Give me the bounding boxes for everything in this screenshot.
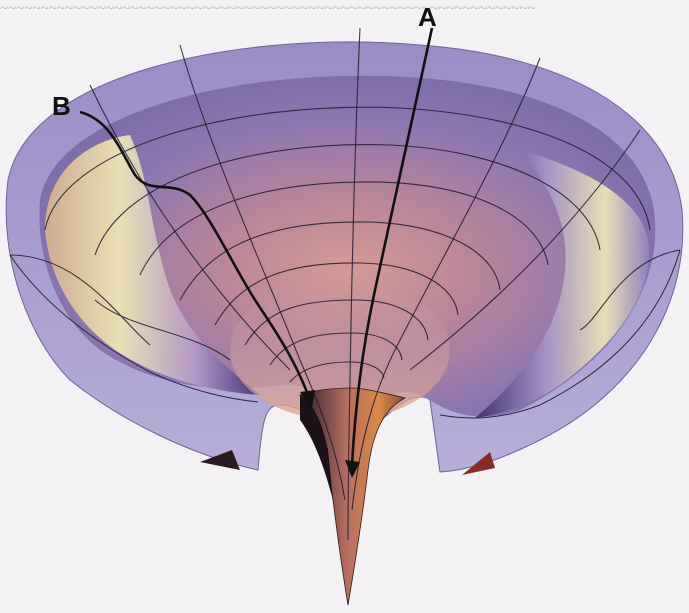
pathway-b-arrowhead (300, 390, 315, 408)
pathway-a-arrowhead (345, 460, 360, 478)
rim-edge-curve-left (9, 254, 259, 403)
funnel-dark-edge (300, 395, 333, 500)
center-glow (230, 280, 450, 420)
label-b: B (52, 91, 71, 121)
grid-radial-lines (9, 27, 681, 541)
label-a: A (418, 2, 437, 32)
right-rim-notch (462, 452, 495, 475)
grid-level-curves (44, 106, 651, 383)
faint-background-text-top: ~~~~~~~~~~~~~~~~~~~~~~~~~~~~~~~~~~~~~~~~… (0, 1, 536, 17)
rim-edge-curve-right (439, 249, 681, 419)
left-ring-band (45, 135, 260, 395)
left-rim-notch (200, 450, 240, 470)
right-ring-band (475, 150, 649, 418)
pathway-b-line (79, 110, 310, 396)
pathway-a-line (350, 27, 434, 466)
